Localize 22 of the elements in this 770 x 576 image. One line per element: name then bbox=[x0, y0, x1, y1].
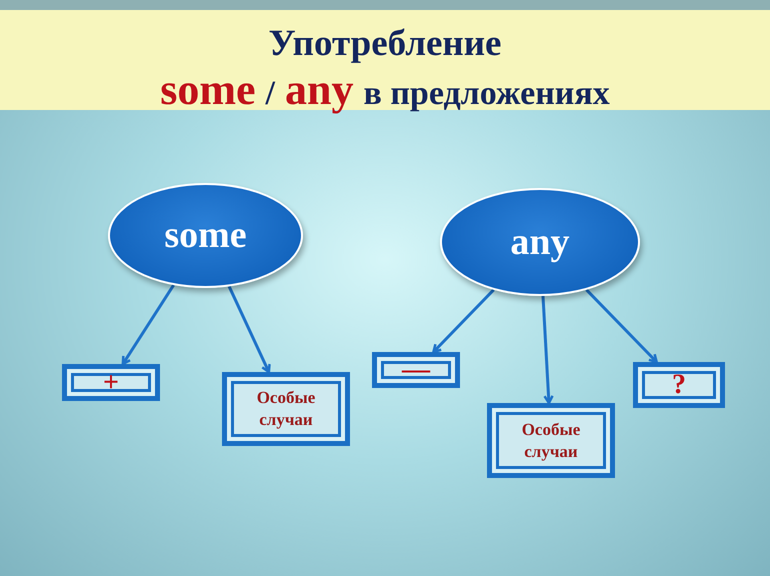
title-word: any bbox=[284, 66, 354, 114]
sentence-type-box bbox=[62, 364, 160, 401]
node-label: ? bbox=[672, 374, 686, 396]
arrow bbox=[542, 296, 554, 404]
title-word: / bbox=[266, 74, 275, 114]
sentence-type-box bbox=[222, 372, 350, 446]
node-label: — bbox=[402, 359, 430, 381]
arrow bbox=[585, 288, 658, 364]
node-label: Особые случаи bbox=[520, 418, 582, 462]
node-label: any bbox=[510, 220, 570, 264]
sentence-type-box bbox=[372, 352, 460, 388]
arrow bbox=[122, 284, 175, 366]
title: Употребление bbox=[268, 22, 502, 66]
node-label: + bbox=[103, 372, 119, 394]
title-word: в предложениях bbox=[363, 74, 610, 114]
node-label: some bbox=[164, 213, 247, 258]
sentence-type-box bbox=[487, 403, 615, 478]
node-label: Особые случаи bbox=[256, 387, 316, 431]
arrow bbox=[228, 286, 271, 374]
sentence-type-box bbox=[633, 362, 725, 408]
title-word: some bbox=[160, 66, 256, 114]
arrow bbox=[432, 288, 495, 354]
